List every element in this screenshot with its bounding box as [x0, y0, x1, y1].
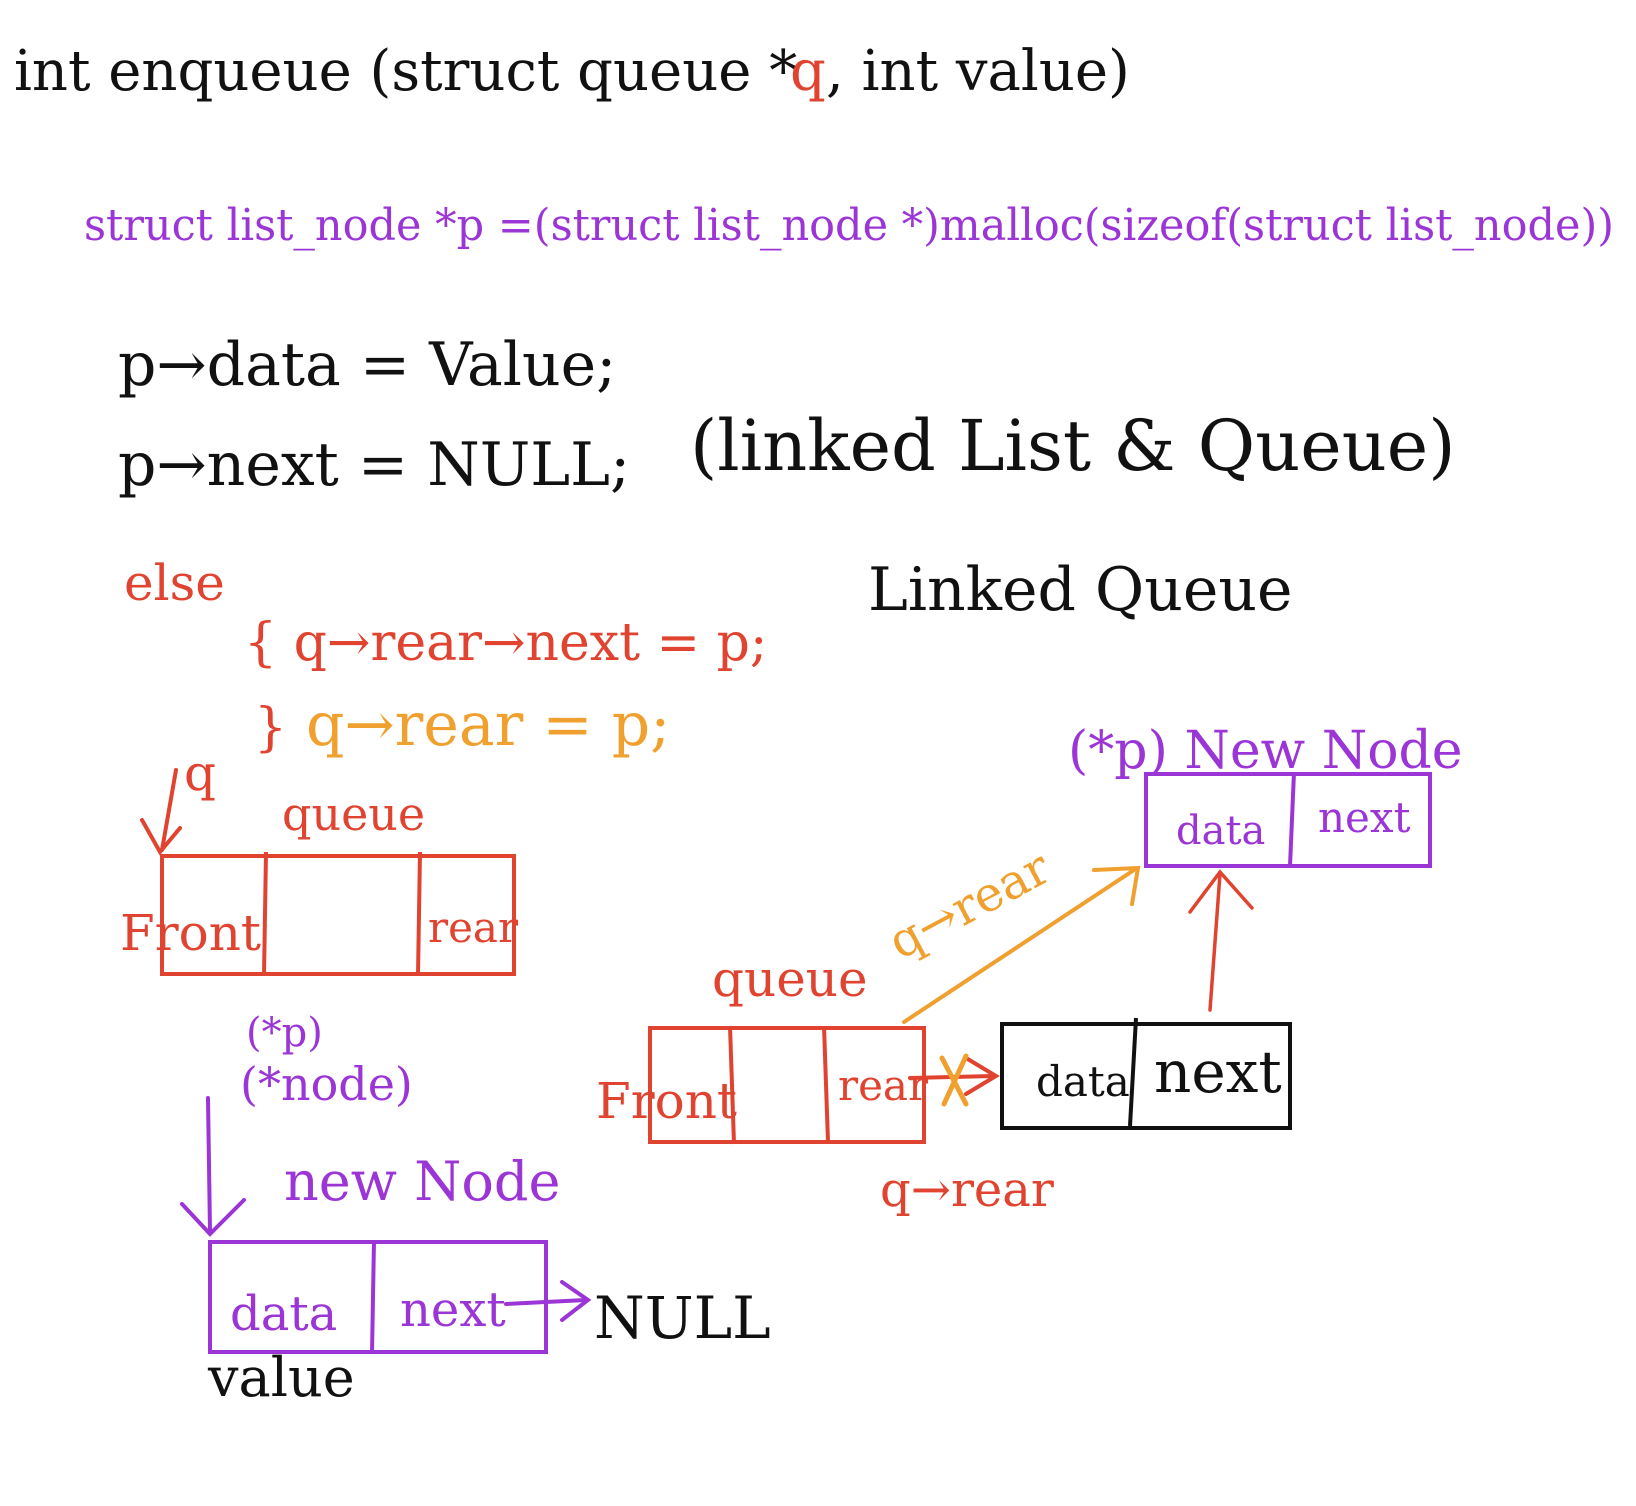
rear-arrow-label-top: q→rear — [879, 840, 1059, 971]
next-to-new-node-arrow — [1188, 869, 1254, 1012]
right-queue-label: queue — [712, 950, 868, 1008]
left-queue-box — [160, 851, 516, 977]
right-queue-box — [648, 1025, 926, 1145]
right-queue-diagram: (*p) New Node data next q→rear queue Fro… — [596, 721, 1463, 1218]
malloc-line: struct list_node *p =(struct list_node *… — [84, 200, 1614, 251]
right-new-node-data: data — [1176, 808, 1265, 854]
new-node-label: new Node — [284, 1150, 560, 1213]
signature-suffix: , int value) — [826, 39, 1130, 104]
left-queue-label: queue — [282, 787, 425, 841]
right-new-node-title: (*p) New Node — [1068, 721, 1463, 781]
rear-arrow-label-bottom: q→rear — [880, 1162, 1054, 1218]
signature-prefix: int enqueue (struct queue * — [14, 39, 797, 104]
left-node-data: data — [230, 1286, 337, 1342]
else-label: else — [124, 554, 225, 612]
value-label: value — [207, 1346, 355, 1409]
q-pointer-arrow — [140, 768, 182, 856]
right-old-node-data: data — [1036, 1057, 1130, 1106]
data-assign-line: p→data = Value; — [118, 330, 616, 400]
next-assign-line: p→next = NULL; — [118, 430, 630, 500]
left-node-box — [208, 1239, 548, 1355]
signature-param: q — [790, 39, 826, 104]
right-old-node-box — [1000, 1017, 1292, 1130]
sub-title: Linked Queue — [868, 555, 1293, 625]
left-node-next: next — [400, 1282, 506, 1338]
left-queue-diagram: q queue Front rear (*p) (*node) new Node… — [120, 744, 771, 1409]
else-closing-brace: } — [254, 698, 287, 758]
else-line-1: { q→rear→next = p; — [244, 613, 767, 673]
else-line-2: q→rear = p; — [306, 690, 670, 760]
node-ptr-label-p: (*p) — [246, 1010, 323, 1056]
right-new-node-box — [1144, 771, 1432, 868]
new-node-down-arrow — [180, 1096, 246, 1237]
q-pointer-label: q — [184, 744, 216, 802]
left-front-label: Front — [120, 904, 261, 962]
main-title: (linked List & Queue) — [690, 405, 1456, 487]
right-front-label: Front — [596, 1072, 737, 1130]
next-to-null-arrow — [504, 1280, 592, 1322]
left-rear-label: rear — [428, 903, 519, 952]
crossed-out-link-mark — [939, 1053, 969, 1107]
right-new-node-next: next — [1318, 793, 1411, 842]
rear-to-new-node-arrow — [902, 865, 1141, 1024]
null-label: NULL — [594, 1284, 771, 1352]
node-ptr-label-node: (*node) — [240, 1057, 413, 1111]
function-signature: int enqueue (struct queue * q , int valu… — [14, 39, 1130, 104]
right-rear-label: rear — [838, 1061, 929, 1110]
right-old-node-next: next — [1154, 1038, 1282, 1106]
